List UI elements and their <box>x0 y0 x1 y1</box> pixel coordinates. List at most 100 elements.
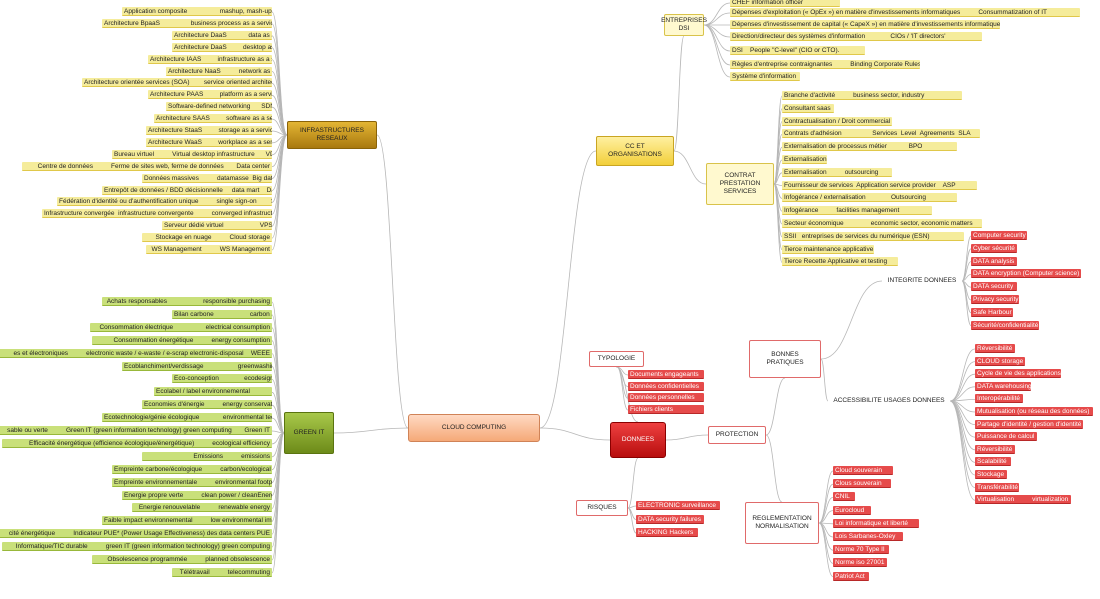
contrat-item[interactable]: Contrats d'adhésion Services Level Agree… <box>782 129 980 139</box>
green-item[interactable]: Efficacité énergétique (efficience écolo… <box>2 438 272 448</box>
central-topic[interactable]: CLOUD COMPUTING <box>408 414 540 442</box>
accessibilite-item[interactable]: Puissance de calcul <box>975 432 1037 442</box>
contrat-item[interactable]: Secteur économique economic sector, econ… <box>782 219 982 228</box>
accessibilite-item[interactable]: Scalabilité <box>975 457 1011 467</box>
typologie-item[interactable]: Données personnelles <box>628 393 704 403</box>
integrite-item[interactable]: Safe Harbour <box>971 307 1013 317</box>
dsi-item[interactable]: Direction/directeur des systèmes d'infor… <box>730 32 982 41</box>
infra-item[interactable]: Architecture NaaS network as a service <box>166 66 272 76</box>
green-item[interactable]: Obsolescence programmée planned obsolesc… <box>92 555 272 564</box>
infra-item[interactable]: Stockage en nuage Cloud storage <box>142 233 272 243</box>
integrite-item[interactable]: Privacy security <box>971 295 1019 304</box>
infra-item[interactable]: Architecture IAAS infrastructure as a se… <box>148 54 272 64</box>
accessibilite-item[interactable]: Partage d'identité / gestion d'identité <box>975 419 1083 429</box>
dsi-item[interactable]: Dépenses d'exploitation (« OpEx ») en ma… <box>730 8 1080 17</box>
contrat-item[interactable]: Contractualisation / Droit commercial <box>782 116 892 126</box>
contrat-item[interactable]: Externalisation outsourcing <box>782 167 892 177</box>
green-item[interactable]: Informatique/TIC durable green IT (green… <box>2 542 272 552</box>
hub-entreprises-dsi[interactable]: ENTREPRISES DSI <box>661 14 707 36</box>
infra-item[interactable]: Application composite mashup, mash-up <box>122 7 272 16</box>
integrite-item[interactable]: Sécurité/confidentialité <box>971 320 1039 330</box>
reglementation-item[interactable]: Norme 70 Type II <box>833 545 889 555</box>
infra-item[interactable]: Architecture SAAS software as a service <box>154 114 272 124</box>
dsi-item[interactable]: Système d'information <box>730 72 800 81</box>
infra-item[interactable]: Infrastructure convergée infrastructure … <box>42 209 272 219</box>
dsi-item[interactable]: CHEF information officer <box>730 0 840 7</box>
reglementation-item[interactable]: Clous souverain <box>833 479 891 489</box>
hub-donnees[interactable]: DONNEES <box>610 422 666 458</box>
infra-item[interactable]: Bureau virtuel Virtual desktop infrastru… <box>112 149 272 159</box>
green-item[interactable]: Empreinte carbone/écologique carbon/ecol… <box>112 464 272 474</box>
dsi-item[interactable]: DSI People "C-level" (CIO or CTO). <box>730 46 865 55</box>
green-item[interactable]: Achats responsables responsible purchasi… <box>102 297 272 306</box>
green-item[interactable]: cité énergétique Indicateur PUE* (Power … <box>0 529 272 539</box>
contrat-item[interactable]: Externalisation <box>782 155 827 164</box>
infra-item[interactable]: Architecture orientée services (SOA) ser… <box>82 78 272 88</box>
infra-item[interactable]: Serveur dédié virtuel VPS <box>162 221 272 231</box>
accessibilite-item[interactable]: CLOUD storage <box>975 356 1025 366</box>
reglementation-item[interactable]: Lois Sarbanes-Oxley <box>833 532 903 541</box>
green-item[interactable]: Consommation énergétique energy consumpt… <box>92 335 272 345</box>
hub-protection[interactable]: PROTECTION <box>708 426 766 444</box>
green-item[interactable]: Energie renouvelable renewable energy <box>132 503 272 513</box>
accessibilite-item[interactable]: Transférabilité <box>975 482 1019 492</box>
green-item[interactable]: Ecolabel / label environnemental ecolabe… <box>154 387 272 397</box>
integrite-item[interactable]: Computer security <box>971 231 1027 240</box>
accessibilite-item[interactable]: Réversibilité <box>975 344 1015 353</box>
hub-reglementation[interactable]: REGLEMENTATION NORMALISATION <box>745 502 819 544</box>
contrat-item[interactable]: Tierce maintenance applicative <box>782 244 874 254</box>
green-item[interactable]: Télétravail telecommuting <box>172 567 272 577</box>
green-item[interactable]: Ecoblanchiment/verdissage greenwashing <box>122 361 272 371</box>
infra-item[interactable]: Fédération d'identité ou d'authentificat… <box>57 197 272 207</box>
reglementation-item[interactable]: Patriot Act <box>833 571 869 581</box>
infra-item[interactable]: Architecture DaaS data as a service <box>172 30 272 40</box>
reglementation-item[interactable]: Cloud souverain <box>833 466 893 475</box>
risque-item[interactable]: ELECTRONIC surveillance <box>636 501 720 510</box>
infra-item[interactable]: Entrepôt de données / BDD décisionnelle … <box>102 185 272 195</box>
hub-green-it[interactable]: GREEN IT <box>284 412 334 454</box>
green-item[interactable]: Energie propre verte clean power / clean… <box>122 490 272 500</box>
green-item[interactable]: Empreinte environnementale environmental… <box>112 477 272 487</box>
risque-item[interactable]: HACKING Hackers <box>636 528 698 537</box>
typologie-item[interactable]: Données confidentielles <box>628 381 704 391</box>
integrite-item[interactable]: DATA analysis <box>971 256 1017 266</box>
infra-item[interactable]: Architecture DaaS desktop as a service <box>172 42 272 52</box>
accessibilite-item[interactable]: Stockage <box>975 470 1007 479</box>
green-item[interactable]: Consommation électrique electrical consu… <box>90 322 272 332</box>
integrite-item[interactable]: DATA security <box>971 282 1017 292</box>
infra-item[interactable]: Architecture PAAS platform as a service <box>148 90 272 100</box>
contrat-item[interactable]: Branche d'activité business sector, indu… <box>782 91 962 100</box>
contrat-item[interactable]: Tierce Recette Applicative et testing <box>782 257 898 267</box>
typologie-item[interactable]: Documents engageants <box>628 370 704 379</box>
contrat-item[interactable]: Fournisseur de services Application serv… <box>782 180 977 190</box>
infra-item[interactable]: Architecture WaaS workplace as a service <box>146 137 272 147</box>
infra-item[interactable]: Architecture StaaS storage as a service <box>146 126 272 135</box>
reglementation-item[interactable]: Eurocloud <box>833 505 871 515</box>
infra-item[interactable]: Architecture BpaaS business process as a… <box>102 18 272 28</box>
reglementation-item[interactable]: Norme iso 27001 <box>833 558 887 568</box>
contrat-item[interactable]: Consultant saas <box>782 103 834 113</box>
hub-cc-organisations[interactable]: CC ET ORGANISATIONS <box>596 136 674 166</box>
green-item[interactable]: Emissions emissions <box>142 451 272 461</box>
contrat-item[interactable]: Infogérance / externalisation Outsourcin… <box>782 193 957 203</box>
accessibilite-item[interactable]: Cycle de vie des applications <box>975 369 1061 379</box>
reglementation-item[interactable]: CNIL <box>833 492 855 502</box>
integrite-item[interactable]: DATA encryption (Computer science) <box>971 269 1081 279</box>
hub-contrat-prestation[interactable]: CONTRAT PRESTATION SERVICES <box>706 163 774 205</box>
infra-item[interactable]: Centre de données Ferme de sites web, fe… <box>22 161 272 171</box>
hub-integrite-donnees[interactable]: INTEGRITE DONNEES <box>882 276 962 286</box>
hub-infrastructures-reseaux[interactable]: INFRASTRUCTURES RESEAUX <box>287 121 377 149</box>
green-item[interactable]: Ecotechnologie/génie écologique environm… <box>102 413 272 423</box>
green-item[interactable]: Bilan carbone carbon accounting <box>172 309 272 319</box>
contrat-item[interactable]: SSII entreprises de services du numériqu… <box>782 231 964 241</box>
hub-bonnes-pratiques[interactable]: BONNES PRATIQUES <box>749 340 821 378</box>
infra-item[interactable]: Software-defined networking SDN <box>166 102 272 112</box>
typologie-item[interactable]: Fichiers clients <box>628 405 704 415</box>
infra-item[interactable]: Données massives datamasse Big data <box>142 173 272 183</box>
dsi-item[interactable]: Règles d'entreprise contraignantes Bindi… <box>730 60 920 69</box>
green-item[interactable]: Eco-conception ecodesign <box>172 374 272 384</box>
accessibilite-item[interactable]: Virtualisation virtualization <box>975 495 1071 505</box>
reglementation-item[interactable]: Loi informatique et liberté <box>833 518 919 528</box>
contrat-item[interactable]: Externalisation de processus métier BPO <box>782 142 957 152</box>
accessibilite-item[interactable]: DATA warehousing <box>975 381 1031 391</box>
